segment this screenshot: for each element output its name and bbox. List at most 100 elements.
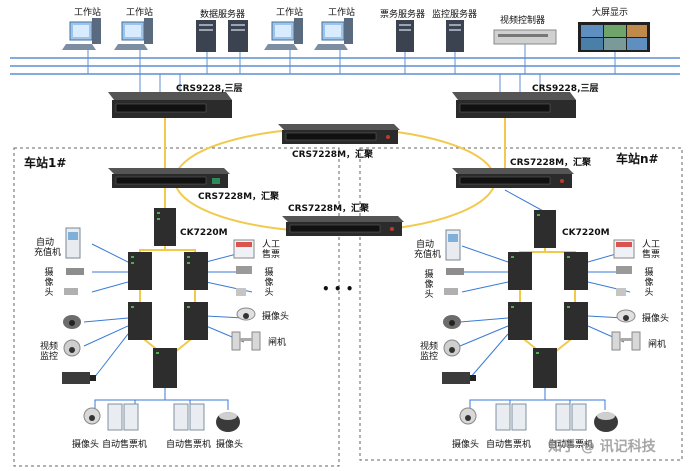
ring-switch-left-icon bbox=[108, 168, 230, 188]
label-left-camera-2: 摄 像 头 bbox=[264, 268, 274, 298]
label-core-switch-left: CRS9228,三层 bbox=[176, 84, 243, 94]
label-workstation-4: 工作站 bbox=[328, 8, 356, 18]
label-right-bottom-tvm-1: 自动售票机 bbox=[486, 440, 532, 450]
access-switch-l3-icon bbox=[128, 302, 152, 340]
station-right-title: 车站n# bbox=[616, 152, 659, 166]
access-switch-l1-icon bbox=[128, 252, 152, 290]
label-left-bottom-camera-1: 摄像头 bbox=[72, 440, 100, 450]
right-ptz-camera-icon bbox=[443, 339, 461, 357]
watermark: 知乎 @ 讯记科技 bbox=[548, 439, 656, 455]
switch-port-lights bbox=[131, 212, 570, 354]
label-workstation-1: 工作站 bbox=[74, 8, 102, 18]
workstation-3-icon bbox=[264, 18, 303, 50]
label-monitor-servers: 监控服务器 bbox=[432, 10, 478, 20]
ring-switch-top-icon bbox=[278, 124, 400, 144]
label-right-gate: 闸机 bbox=[648, 340, 667, 350]
core-ring-links bbox=[164, 118, 506, 172]
label-right-camera-2: 摄 像 头 bbox=[644, 268, 654, 298]
access-switch-l2-icon bbox=[184, 252, 208, 290]
left-ptz-camera-icon bbox=[63, 339, 81, 357]
access-switch-l5-icon bbox=[153, 348, 177, 388]
label-right-bottom-tvm-2: 自动售票机 bbox=[548, 440, 594, 450]
right-camera-2-icon bbox=[616, 266, 632, 296]
label-core-switch-right: CRS9228,三层 bbox=[532, 84, 599, 94]
access-switch-r4-icon bbox=[564, 302, 588, 340]
right-dome-camera-2-icon bbox=[616, 309, 636, 323]
monitor-server-icon bbox=[446, 20, 464, 52]
station-left-box bbox=[13, 147, 340, 467]
label-left-ck7220m: CK7220M bbox=[180, 228, 228, 238]
access-switch-l4-icon bbox=[184, 302, 208, 340]
data-server-icon bbox=[196, 20, 248, 52]
video-controller-icon bbox=[493, 29, 557, 45]
core-uplinks bbox=[139, 74, 541, 92]
access-switch-r2-icon bbox=[564, 252, 588, 290]
core-switch-right-icon bbox=[452, 92, 576, 118]
device-drop-lines bbox=[87, 44, 616, 74]
label-left-bottom-camera-2: 摄像头 bbox=[216, 440, 244, 450]
right-gate-icon bbox=[611, 331, 641, 351]
label-ring-switch-bottom: CRS7228M，汇聚 bbox=[288, 204, 370, 214]
left-recharge-kiosk-icon bbox=[65, 227, 81, 259]
ck7220m-right-top-icon bbox=[534, 210, 556, 248]
left-bottom-devices bbox=[83, 403, 240, 432]
label-workstation-2: 工作站 bbox=[126, 8, 154, 18]
label-left-video-monitor: 视频 监控 bbox=[39, 342, 58, 362]
access-switch-r5-icon bbox=[533, 348, 557, 388]
left-box-camera-icon bbox=[62, 372, 96, 384]
label-left-recharge: 自动 充值机 bbox=[34, 238, 62, 258]
left-dome-camera-2-icon bbox=[236, 307, 256, 321]
ticket-server-icon bbox=[396, 20, 414, 52]
label-right-video-monitor: 视频 监控 bbox=[419, 342, 438, 362]
right-manual-ticket-icon bbox=[613, 239, 635, 259]
label-left-gate: 闸机 bbox=[268, 338, 287, 348]
label-right-camera-3: 摄像头 bbox=[642, 314, 670, 324]
right-camera-1-icon bbox=[444, 268, 464, 295]
access-switch-r3-icon bbox=[508, 302, 532, 340]
core-switch-left-icon bbox=[108, 92, 232, 118]
label-left-camera-1: 摄 像 头 bbox=[44, 268, 54, 298]
station-right-box bbox=[359, 147, 683, 461]
label-data-servers: 数据服务器 bbox=[200, 10, 246, 20]
left-manual-ticket-icon bbox=[233, 239, 255, 259]
ck7220m-left-top-icon bbox=[154, 208, 176, 246]
workstation-1-icon bbox=[62, 18, 101, 50]
label-ring-switch-left: CRS7228M，汇聚 bbox=[198, 192, 280, 202]
label-left-camera-3: 摄像头 bbox=[262, 312, 290, 322]
ellipsis-more-stations: • • • bbox=[322, 282, 354, 296]
workstation-2-icon bbox=[114, 18, 153, 50]
label-left-bottom-tvm-2: 自动售票机 bbox=[166, 440, 212, 450]
backbone-bus-lines bbox=[10, 57, 680, 75]
label-right-recharge: 自动 充值机 bbox=[414, 240, 442, 260]
right-bottom-devices bbox=[459, 403, 618, 432]
station-left-title: 车站1# bbox=[24, 156, 67, 170]
right-box-camera-icon bbox=[442, 372, 476, 384]
left-gate-icon bbox=[231, 331, 261, 351]
label-ticket-servers: 票务服务器 bbox=[380, 10, 426, 20]
label-right-ck7220m: CK7220M bbox=[562, 228, 610, 238]
left-access-switches bbox=[128, 208, 208, 388]
ring-switch-right-icon bbox=[452, 168, 574, 188]
ring-switch-bottom-icon bbox=[282, 216, 404, 236]
access-switch-r1-icon bbox=[508, 252, 532, 290]
right-access-switches bbox=[508, 210, 588, 388]
label-ring-switch-top: CRS7228M，汇聚 bbox=[292, 150, 374, 160]
label-workstation-3: 工作站 bbox=[276, 8, 304, 18]
label-left-bottom-tvm-1: 自动售票机 bbox=[102, 440, 148, 450]
big-screen-icon bbox=[578, 22, 650, 52]
label-right-manual-ticket: 人工 售票 bbox=[641, 240, 660, 260]
label-ring-switch-right: CRS7228M，汇聚 bbox=[510, 158, 592, 168]
right-recharge-kiosk-icon bbox=[445, 229, 461, 261]
left-camera-2-icon bbox=[236, 266, 252, 296]
label-video-controller: 视频控制器 bbox=[500, 16, 546, 26]
label-left-manual-ticket: 人工 售票 bbox=[261, 240, 280, 260]
label-right-camera-1: 摄 像 头 bbox=[424, 270, 434, 300]
workstation-4-icon bbox=[314, 18, 353, 50]
left-dome-camera-icon bbox=[63, 315, 81, 329]
label-big-screen: 大屏显示 bbox=[592, 8, 629, 18]
label-right-bottom-camera-1: 摄像头 bbox=[452, 440, 480, 450]
left-camera-1-icon bbox=[64, 268, 84, 295]
right-dome-camera-icon bbox=[443, 315, 461, 329]
